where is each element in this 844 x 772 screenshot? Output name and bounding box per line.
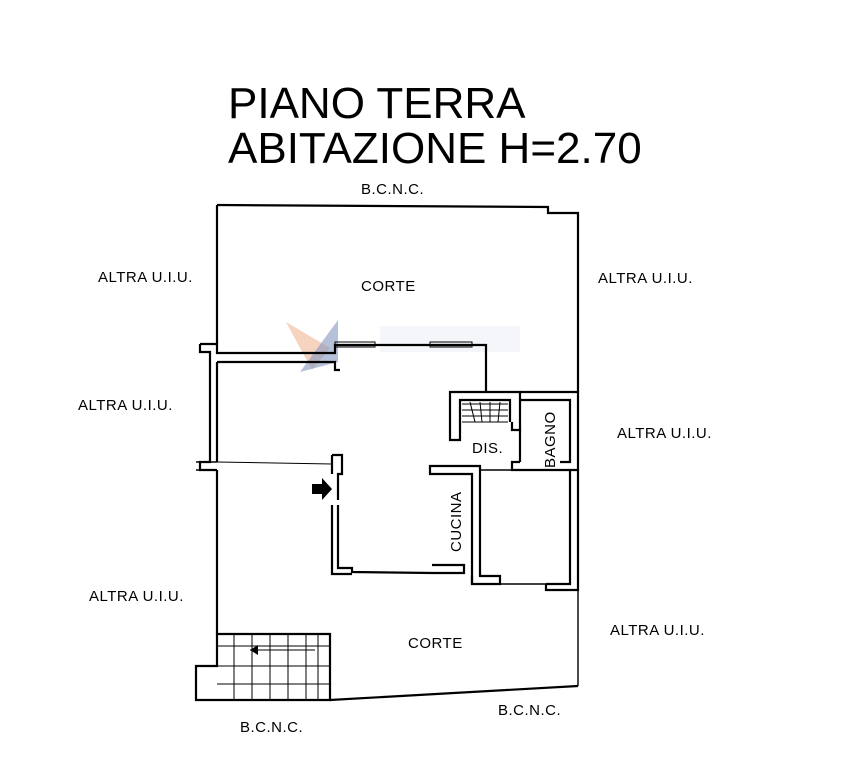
- bcnc-label-top: B.C.N.C.: [361, 181, 424, 198]
- room-label-corte-top: CORTE: [361, 278, 416, 295]
- stair-treads: [462, 401, 508, 423]
- altra-uiu-label-right-3: ALTRA U.I.U.: [610, 622, 705, 639]
- outdoor-stairs: [194, 632, 332, 702]
- room-label-corte-bottom: CORTE: [408, 635, 463, 652]
- plan-title: PIANO TERRA: [228, 79, 526, 128]
- altra-uiu-label-right-1: ALTRA U.I.U.: [598, 270, 693, 287]
- logo-watermark: [286, 320, 520, 372]
- lot-boundary-bottom: [329, 684, 579, 702]
- altra-uiu-label-left-1: ALTRA U.I.U.: [98, 269, 193, 286]
- window-top-2: [429, 341, 473, 348]
- altra-uiu-label-left-2: ALTRA U.I.U.: [78, 397, 173, 414]
- cucina-right-wall: [480, 469, 570, 585]
- living-wall-left-inner: [330, 455, 352, 576]
- altra-uiu-label-right-2: ALTRA U.I.U.: [617, 425, 712, 442]
- house-wall-top: [200, 342, 488, 392]
- divider-line-mid: [216, 461, 333, 465]
- bagno-wall-left: [518, 398, 530, 462]
- cucina-wall-bottom: [432, 563, 474, 584]
- room-label-dis: DIS.: [472, 440, 503, 457]
- window-top-1: [334, 341, 376, 348]
- room-label-bagno: BAGNO: [542, 411, 559, 468]
- altra-uiu-label-left-3: ALTRA U.I.U.: [89, 588, 184, 605]
- bcnc-label-bottom-right: B.C.N.C.: [498, 702, 561, 719]
- bcnc-label-bottom-left: B.C.N.C.: [240, 719, 303, 736]
- living-wall-left: [332, 453, 433, 575]
- entrance-arrow-icon: [312, 478, 332, 500]
- house-wall-right: [544, 470, 580, 592]
- plan-subtitle: ABITAZIONE H=2.70: [228, 124, 642, 173]
- lot-boundary-top: [216, 203, 580, 392]
- room-label-cucina: CUCINA: [448, 491, 465, 552]
- house-wall-top-inner: [198, 344, 340, 472]
